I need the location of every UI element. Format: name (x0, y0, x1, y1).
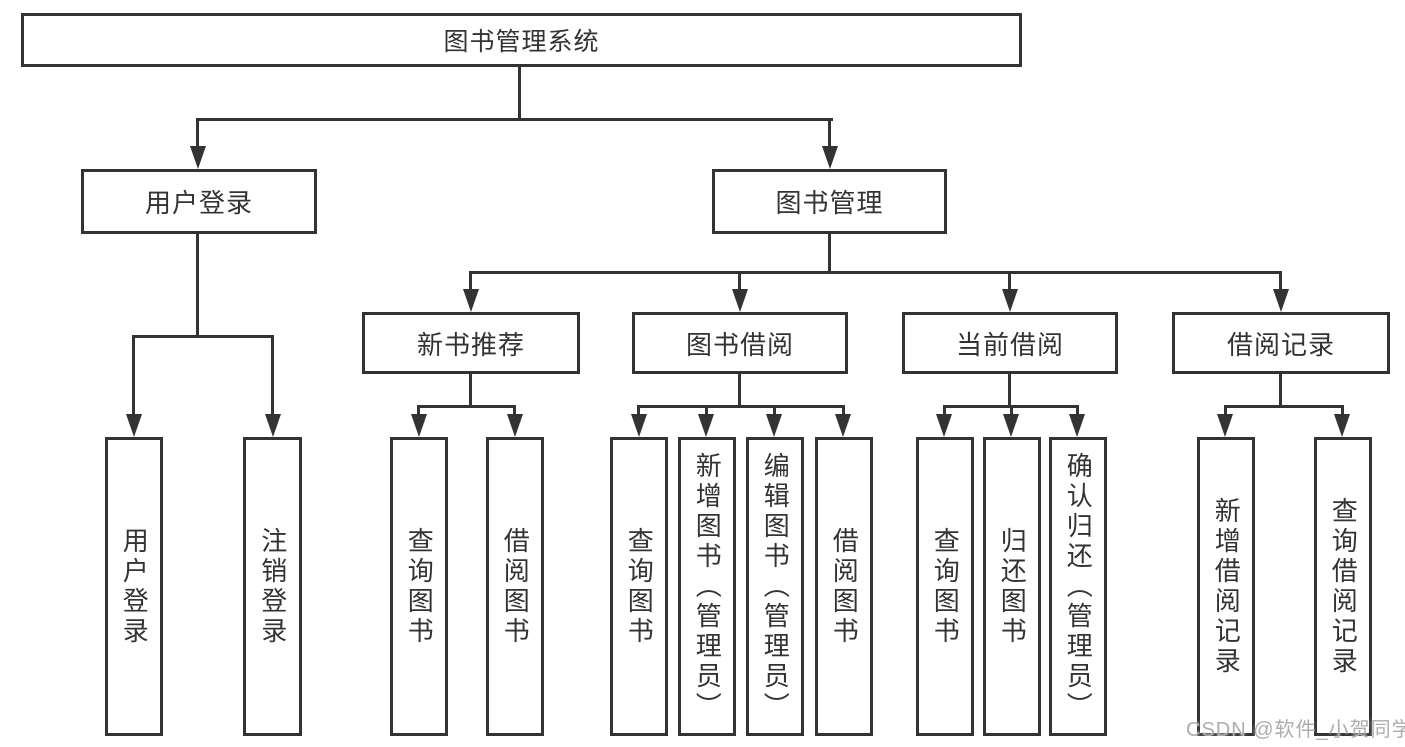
connector-line (773, 405, 776, 419)
connector-line (1008, 372, 1011, 408)
csdn-watermark: CSDN @软件_小贺同学 (1186, 719, 1405, 741)
leaf-label: 确认归还（管理员） (1063, 451, 1094, 722)
leaf-borrow-query-books: 查询图书 (610, 437, 668, 736)
arrow-down-icon (411, 414, 427, 437)
connector-line (132, 335, 274, 338)
arrow-down-icon (190, 146, 206, 169)
leaf-user-login: 用户登录 (105, 437, 163, 736)
arrow-down-icon (1217, 414, 1233, 437)
connector-line (1008, 271, 1011, 293)
arrow-down-icon (732, 289, 748, 312)
leaf-label: 新增图书（管理员） (692, 451, 723, 722)
connector-line (1010, 405, 1013, 419)
node-label: 借阅记录 (1226, 329, 1335, 360)
node-label: 用户登录 (144, 188, 253, 218)
leaf-borrow-edit-book-admin: 编辑图书（管理员） (746, 437, 804, 736)
leaf-current-query-books: 查询图书 (916, 437, 974, 736)
connector-line (1341, 405, 1344, 419)
connector-line (637, 405, 845, 408)
leaf-current-return-books: 归还图书 (983, 437, 1041, 736)
leaf-borrow-borrow-books: 借阅图书 (815, 437, 873, 736)
connector-line (738, 271, 741, 293)
node-borrow-record: 借阅记录 (1172, 312, 1390, 374)
leaf-newbook-query-books: 查询图书 (390, 437, 448, 736)
arrow-down-icon (1002, 289, 1018, 312)
leaf-record-query-borrow-record: 查询借阅记录 (1314, 437, 1372, 736)
connector-line (132, 335, 135, 419)
connector-line (196, 232, 199, 338)
connector-line (271, 335, 274, 419)
connector-line (417, 405, 516, 408)
arrow-down-icon (936, 414, 952, 437)
node-label: 新书推荐 (416, 329, 525, 360)
arrow-down-icon (1334, 414, 1350, 437)
node-book-management: 图书管理 (712, 169, 947, 234)
leaf-newbook-borrow-books: 借阅图书 (486, 437, 544, 736)
connector-line (637, 405, 640, 419)
leaf-label: 用户登录 (119, 526, 150, 647)
connector-line (196, 118, 199, 152)
node-current-borrow: 当前借阅 (902, 312, 1118, 374)
connector-line (943, 405, 946, 419)
connector-line (469, 271, 472, 293)
leaf-label: 查询借阅记录 (1328, 496, 1359, 677)
connector-line (828, 118, 831, 152)
arrow-down-icon (463, 289, 479, 312)
connector-line (1224, 405, 1227, 419)
node-new-book-recommend: 新书推荐 (362, 312, 580, 374)
leaf-label: 注销登录 (257, 526, 288, 647)
connector-line (518, 64, 521, 121)
leaf-record-add-borrow-record: 新增借阅记录 (1197, 437, 1255, 736)
arrow-down-icon (1003, 414, 1019, 437)
leaf-borrow-add-book-admin: 新增图书（管理员） (678, 437, 736, 736)
arrow-down-icon (1273, 289, 1289, 312)
connector-line (469, 372, 472, 408)
connector-line (705, 405, 708, 419)
arrow-down-icon (631, 414, 647, 437)
node-label: 图书管理 (775, 188, 884, 218)
arrow-down-icon (1069, 414, 1085, 437)
connector-line (1076, 405, 1079, 419)
leaf-label: 查询图书 (930, 526, 961, 647)
connector-line (738, 372, 741, 408)
connector-line (828, 232, 831, 274)
leaf-label: 新增借阅记录 (1211, 496, 1242, 677)
leaf-logout: 注销登录 (243, 437, 302, 736)
connector-line (197, 118, 833, 121)
leaf-label: 归还图书 (997, 526, 1028, 647)
leaf-label: 借阅图书 (500, 526, 531, 647)
arrow-down-icon (265, 414, 281, 437)
arrow-down-icon (822, 146, 838, 169)
arrow-down-icon (766, 414, 782, 437)
connector-line (469, 271, 1282, 274)
connector-line (1224, 405, 1344, 408)
node-book-borrow: 图书借阅 (632, 312, 848, 374)
node-user-login: 用户登录 (81, 169, 317, 234)
connector-line (417, 405, 420, 419)
leaf-label: 编辑图书（管理员） (760, 451, 791, 722)
leaf-label: 查询图书 (404, 526, 435, 647)
connector-line (513, 405, 516, 419)
arrow-down-icon (698, 414, 714, 437)
node-label: 图书借阅 (685, 329, 794, 360)
leaf-label: 查询图书 (624, 526, 655, 647)
node-label: 当前借阅 (955, 329, 1064, 360)
leaf-label: 借阅图书 (829, 526, 860, 647)
arrow-down-icon (507, 414, 523, 437)
node-label: 图书管理系统 (443, 28, 600, 56)
connector-line (1279, 271, 1282, 293)
arrow-down-icon (126, 414, 142, 437)
connector-line (842, 405, 845, 419)
node-root-system: 图书管理系统 (21, 13, 1022, 67)
connector-line (1279, 372, 1282, 408)
leaf-current-confirm-return-admin: 确认归还（管理员） (1049, 437, 1107, 736)
arrow-down-icon (835, 414, 851, 437)
